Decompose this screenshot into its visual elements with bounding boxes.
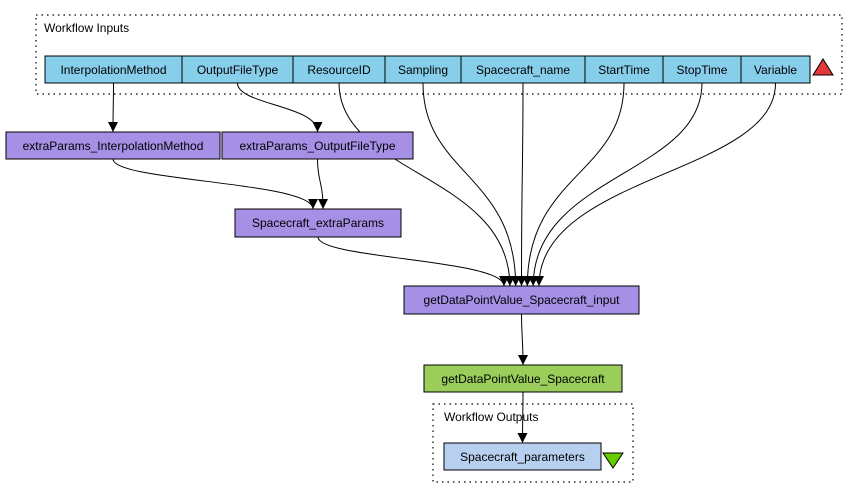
- processor-node-extra-params-interpolation-method[interactable]: extraParams_InterpolationMethod: [5, 131, 221, 160]
- input-label: StopTime: [677, 63, 728, 77]
- workflow-inputs-cluster: Workflow Inputs: [35, 14, 843, 95]
- inputs-triangle-up-icon: [812, 58, 834, 76]
- edge-p_extra_interp-to-p_sc_extra: [112, 158, 318, 210]
- input-node-spacecraft-name[interactable]: Spacecraft_name: [460, 55, 586, 84]
- edge-in_variable-to-p_gdpv_input: [534, 82, 776, 287]
- input-node-sampling[interactable]: Sampling: [384, 55, 462, 84]
- input-node-output-file-type[interactable]: OutputFileType: [181, 55, 294, 84]
- input-node-start-time[interactable]: StartTime: [584, 55, 664, 84]
- input-label: Variable: [754, 63, 797, 77]
- edge-in_resource-to-p_gdpv_input: [338, 82, 515, 287]
- workflow-outputs-label: Workflow Outputs: [444, 410, 538, 424]
- processor-node-get-data-point-value-spacecraft-input[interactable]: getDataPointValue_Spacecraft_input: [403, 285, 640, 315]
- edge-in_outtype-to-p_extra_outtype: [237, 82, 323, 133]
- edge-s_gdpv-to-out_params: [517, 391, 528, 444]
- input-label: Sampling: [398, 63, 448, 77]
- input-label: ResourceID: [307, 63, 371, 77]
- processor-label: getDataPointValue_Spacecraft_input: [424, 293, 621, 307]
- output-label: Spacecraft_parameters: [460, 450, 585, 464]
- input-label: OutputFileType: [197, 63, 279, 77]
- input-node-interpolation-method[interactable]: InterpolationMethod: [44, 55, 183, 84]
- edge-p_sc_extra-to-p_gdpv_input: [317, 236, 509, 287]
- edge-in_start-to-p_gdpv_input: [522, 82, 625, 287]
- service-label: getDataPointValue_Spacecraft: [441, 372, 605, 386]
- edge-in_stop-to-p_gdpv_input: [528, 82, 703, 287]
- processor-label: Spacecraft_extraParams: [252, 216, 384, 230]
- workflow-inputs-label: Workflow Inputs: [44, 21, 129, 35]
- processor-label: extraParams_InterpolationMethod: [23, 139, 204, 153]
- input-label: StartTime: [598, 63, 650, 77]
- edge-in_sc_name-to-p_gdpv_input: [516, 82, 527, 287]
- edge-in_interp-to-p_extra_interp: [108, 82, 119, 133]
- outputs-triangle-down-icon: [602, 452, 624, 469]
- edge-p_extra_outtype-to-p_sc_extra: [317, 158, 328, 210]
- service-node-get-data-point-value-spacecraft[interactable]: getDataPointValue_Spacecraft: [423, 364, 623, 393]
- output-node-spacecraft-parameters[interactable]: Spacecraft_parameters: [443, 442, 602, 471]
- edge-in_sampling-to-p_gdpv_input: [422, 82, 521, 287]
- input-node-variable[interactable]: Variable: [740, 55, 811, 84]
- workflow-outputs-cluster: Workflow Outputs: [432, 403, 634, 483]
- input-label: Spacecraft_name: [476, 63, 570, 77]
- processor-label: extraParams_OutputFileType: [239, 139, 395, 153]
- input-node-resource-id[interactable]: ResourceID: [292, 55, 386, 84]
- processor-node-spacecraft-extra-params[interactable]: Spacecraft_extraParams: [234, 208, 402, 238]
- edges: [108, 82, 776, 444]
- input-label: InterpolationMethod: [60, 63, 166, 77]
- processor-node-extra-params-output-file-type[interactable]: extraParams_OutputFileType: [221, 131, 414, 160]
- edge-p_gdpv_input-to-s_gdpv: [517, 313, 528, 366]
- input-node-stop-time[interactable]: StopTime: [662, 55, 742, 84]
